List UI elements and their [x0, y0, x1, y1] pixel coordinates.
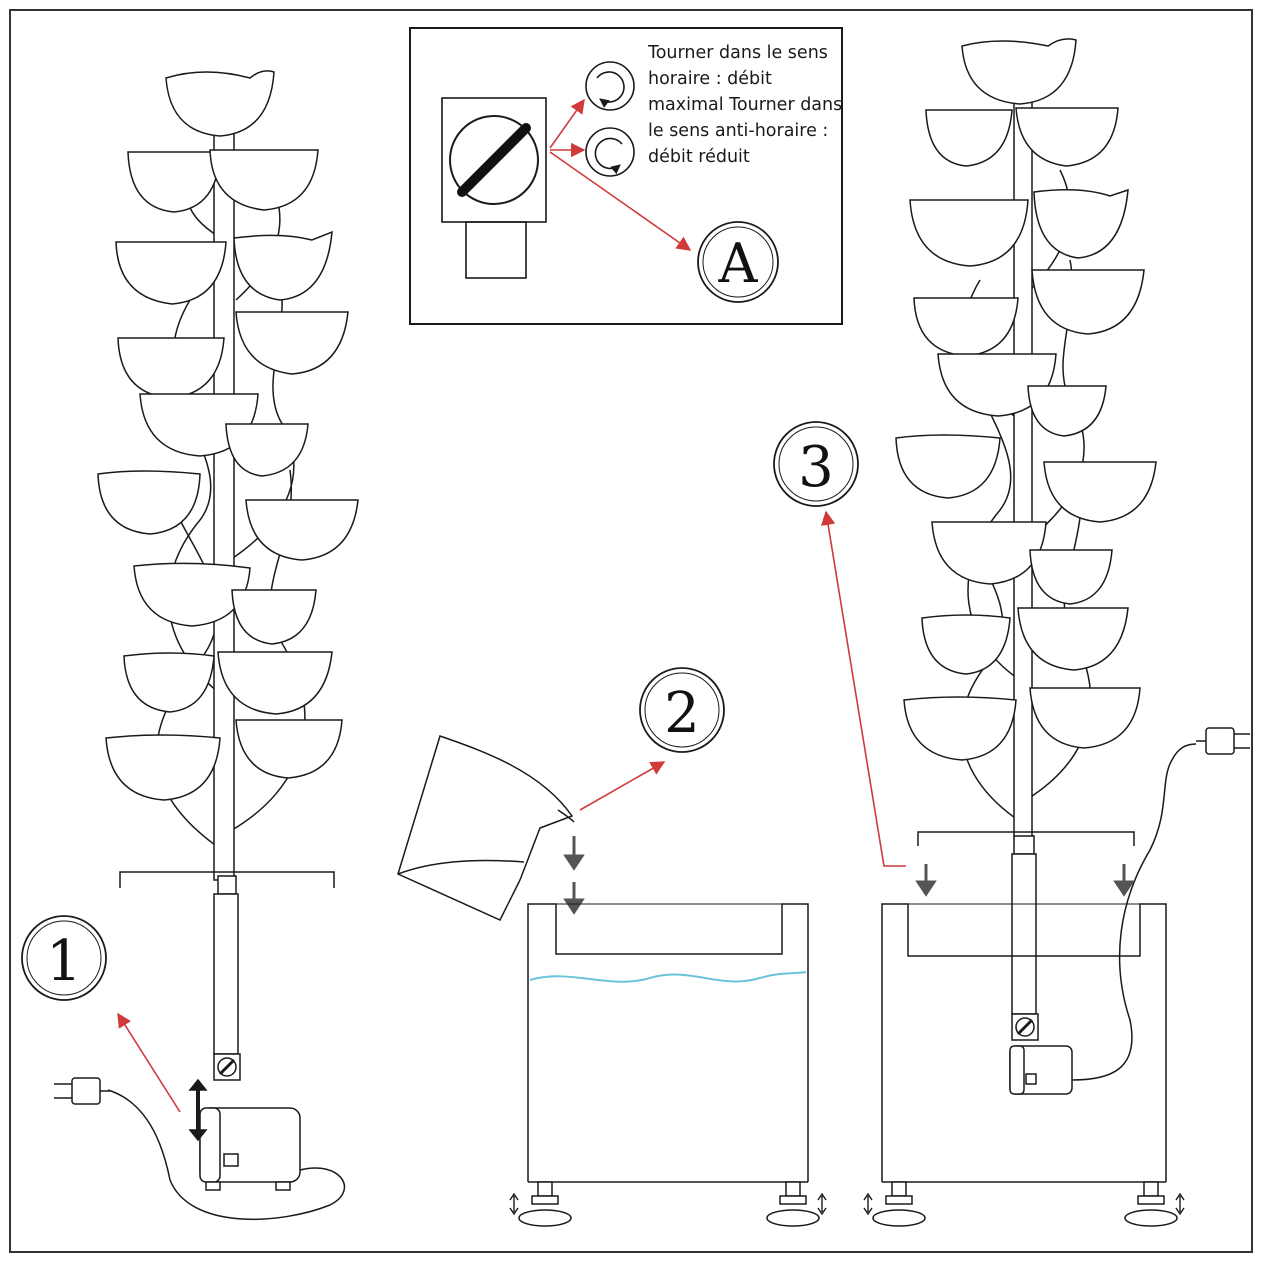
valve-slot [457, 123, 531, 197]
step-1-number: 1 [46, 929, 82, 994]
flow-instruction-text: Tourner dans le sens horaire : débit max… [648, 43, 843, 167]
step-3-number: 3 [798, 435, 834, 500]
basin-middle [509, 903, 827, 1227]
step-2-pointer [579, 761, 666, 811]
pour-arrows [563, 836, 585, 915]
part-a-letter: A [718, 232, 759, 295]
water-jug [397, 735, 575, 921]
insert-arrows [915, 864, 1135, 897]
part-a-label: A [697, 221, 779, 303]
plug-left-icon [54, 1077, 110, 1105]
clockwise-icon [585, 61, 635, 111]
step-2-badge: 2 [639, 667, 725, 753]
valve-pipe [465, 221, 527, 279]
fountain-tower-right [895, 38, 1157, 1095]
step-1-badge: 1 [21, 915, 107, 1001]
plug-right-icon [1196, 727, 1250, 755]
valve-knob [449, 115, 539, 205]
counter-clockwise-icon [585, 127, 635, 177]
step-3-badge: 3 [773, 421, 859, 507]
outer-frame [9, 9, 1253, 1253]
basin-right [863, 743, 1197, 1227]
inset-box: A [409, 27, 843, 325]
step-1-pointer [117, 1012, 181, 1113]
step-2-number: 2 [664, 681, 700, 746]
fountain-tower-left [54, 70, 359, 1220]
water-surface [529, 971, 807, 983]
step-3-pointer [820, 510, 906, 867]
